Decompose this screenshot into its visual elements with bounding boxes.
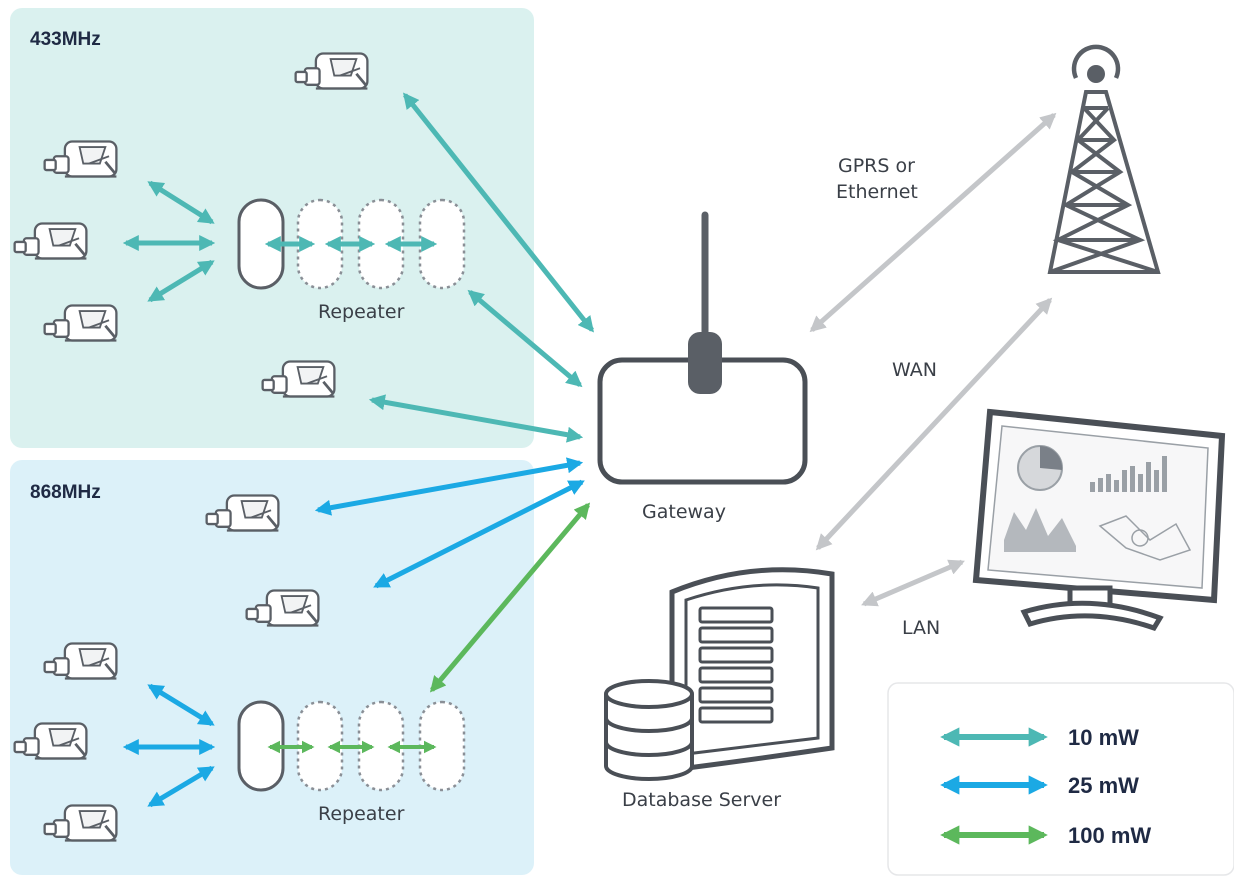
- legend-label: 25 mW: [1068, 773, 1139, 798]
- arrow-100mw: [429, 502, 591, 693]
- legend: 10 mW 25 mW 100 mW: [887, 682, 1234, 876]
- arrow-wan: [815, 297, 1053, 551]
- wan-label: WAN: [892, 359, 937, 381]
- arrow-gprs-ethernet: [809, 112, 1057, 333]
- gateway-label: Gateway: [642, 501, 726, 523]
- zone-433mhz-label: 433MHz: [30, 29, 101, 50]
- monitor-icon: [972, 408, 1226, 632]
- arrow-25mw: [147, 765, 215, 808]
- arrow-10mw: [467, 289, 583, 388]
- cell-tower-icon: [1047, 44, 1161, 274]
- legend-item-100mw: 100 mW: [940, 823, 1151, 848]
- lan-label: LAN: [902, 617, 940, 639]
- gateway-icon: [597, 211, 808, 485]
- legend-label: 10 mW: [1068, 725, 1139, 750]
- repeater-bottom: [237, 700, 466, 792]
- zone-868mhz-label: 868MHz: [30, 482, 101, 503]
- arrow-10mw: [147, 259, 215, 303]
- database-server-icon: [604, 567, 835, 781]
- arrow-10mw: [147, 180, 215, 225]
- database-server-label: Database Server: [622, 789, 781, 811]
- repeater-top-label: Repeater: [318, 301, 405, 323]
- legend-item-25mw: 25 mW: [940, 773, 1139, 798]
- arrow-25mw: [147, 683, 215, 727]
- legend-label: 100 mW: [1068, 823, 1151, 848]
- legend-item-10mw: 10 mW: [940, 725, 1139, 750]
- gprs-ethernet-label-line2: Ethernet: [836, 181, 918, 203]
- gprs-ethernet-label-line1: GPRS or: [838, 155, 915, 177]
- arrow-10mw: [368, 394, 584, 443]
- arrow-lan: [861, 559, 965, 607]
- repeater-bottom-label: Repeater: [318, 803, 405, 825]
